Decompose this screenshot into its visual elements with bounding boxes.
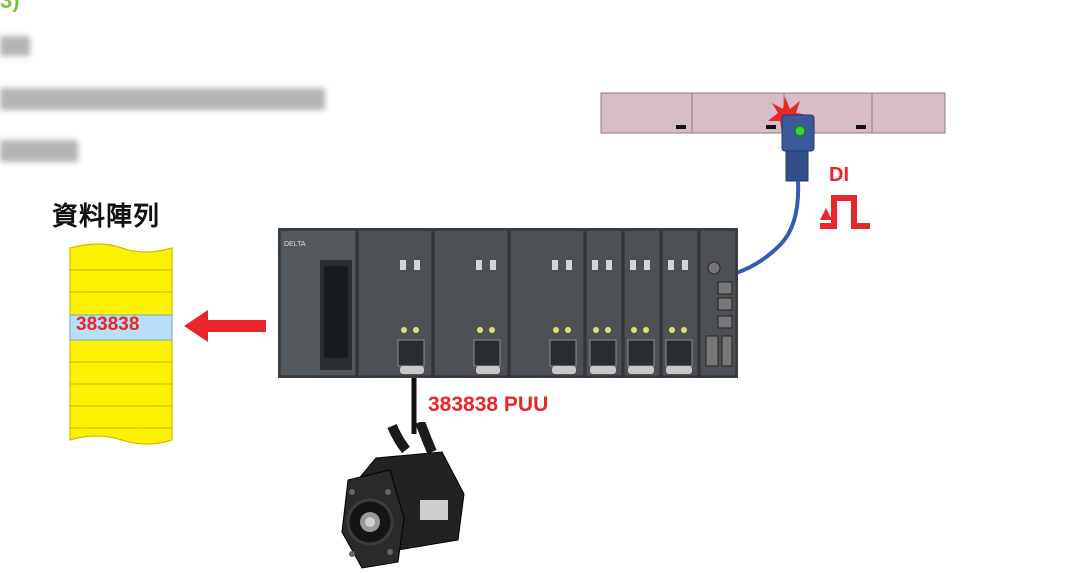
conveyor-icon bbox=[600, 92, 946, 134]
blurred-text-line bbox=[0, 140, 78, 162]
servo-position-label: 383838 PUU bbox=[428, 393, 549, 416]
pulse-signal-icon bbox=[820, 195, 870, 229]
di-signal-label: DI bbox=[829, 164, 849, 186]
left-arrow-icon bbox=[184, 310, 266, 342]
svg-text:DELTA: DELTA bbox=[284, 241, 306, 248]
array-title: 資料陣列 bbox=[52, 201, 161, 231]
array-cell-value: 383838 bbox=[76, 314, 140, 335]
plc-rack-icon: DELTA bbox=[278, 228, 738, 378]
servo-cable bbox=[411, 378, 417, 434]
blurred-text-line bbox=[0, 36, 30, 56]
proximity-sensor-icon bbox=[735, 97, 815, 275]
blurred-text-line bbox=[0, 88, 325, 110]
step-marker: 3) bbox=[0, 0, 22, 12]
servo-motor-icon bbox=[341, 422, 465, 569]
